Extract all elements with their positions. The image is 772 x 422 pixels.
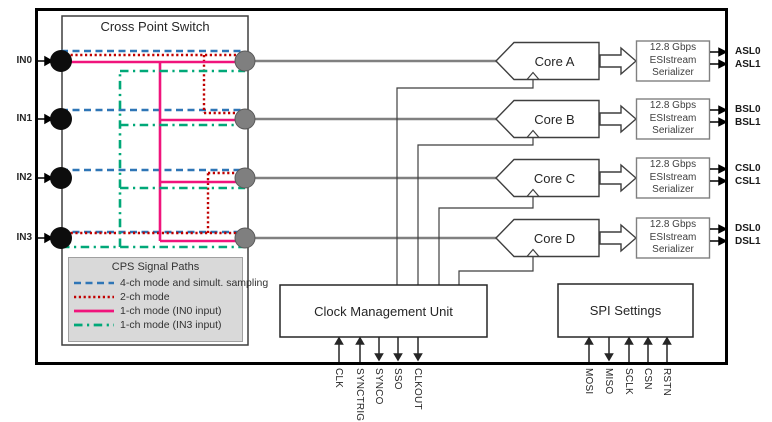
pin-label-asl1: ASL1 bbox=[735, 59, 761, 70]
legend-swatch-dashdot bbox=[74, 323, 114, 327]
legend-item-1ch-in3: 1-ch mode (IN3 input) bbox=[74, 318, 240, 332]
pin-label-rstn: RSTN bbox=[661, 368, 672, 397]
pin-label-csl1: CSL1 bbox=[735, 176, 761, 187]
chip-outline bbox=[35, 8, 728, 365]
pin-label-in2: IN2 bbox=[16, 172, 32, 183]
legend-swatch-dashed bbox=[74, 281, 114, 285]
legend-swatch-dotted bbox=[74, 295, 114, 299]
core-shapes bbox=[495, 41, 600, 258]
legend-label: 4-ch mode and simult. sampling bbox=[120, 277, 269, 289]
pin-label-sso: SSO bbox=[392, 368, 403, 390]
cps-title: Cross Point Switch bbox=[100, 18, 210, 34]
pin-label-clk: CLK bbox=[333, 368, 344, 389]
input-arrow-icons bbox=[37, 55, 54, 244]
pin-label-in1: IN1 bbox=[16, 113, 32, 124]
pin-label-in3: IN3 bbox=[16, 232, 32, 243]
legend-panel bbox=[68, 257, 243, 342]
legend-label: 1-ch mode (IN3 input) bbox=[120, 319, 222, 331]
pin-label-synco: SYNCO bbox=[373, 368, 384, 405]
pin-label-mosi: MOSI bbox=[583, 368, 594, 395]
core-d-label: Core D bbox=[533, 230, 576, 246]
core-clock-notch-icons bbox=[526, 71, 540, 257]
clock-lines bbox=[396, 80, 534, 285]
pin-label-miso: MISO bbox=[603, 368, 614, 395]
legend-label: 2-ch mode bbox=[120, 291, 170, 303]
pin-label-sclk: SCLK bbox=[623, 368, 634, 395]
spi-pin-arrows bbox=[584, 336, 672, 362]
cmu-pin-arrows bbox=[334, 336, 423, 362]
legend-swatch-solid bbox=[74, 309, 114, 313]
legend-label: 1-ch mode (IN0 input) bbox=[120, 305, 222, 317]
lane-output-arrows bbox=[710, 47, 728, 246]
core-b-label: Core B bbox=[534, 111, 575, 127]
pin-label-dsl1: DSL1 bbox=[735, 236, 761, 247]
legend-title: CPS Signal Paths bbox=[111, 261, 200, 273]
pin-label-asl0: ASL0 bbox=[735, 46, 761, 57]
pin-label-bsl0: BSL0 bbox=[735, 104, 761, 115]
legend-item-4ch: 4-ch mode and simult. sampling bbox=[74, 276, 268, 290]
path-1ch-in3 bbox=[61, 69, 245, 249]
wide-arrow-icons bbox=[599, 46, 638, 253]
cps-output-nodes bbox=[234, 50, 256, 249]
legend-item-1ch-in0: 1-ch mode (IN0 input) bbox=[74, 304, 240, 318]
pin-label-csl0: CSL0 bbox=[735, 163, 761, 174]
legend-item-2ch: 2-ch mode bbox=[74, 290, 240, 304]
pin-label-csn: CSN bbox=[642, 368, 653, 390]
pin-label-bsl1: BSL1 bbox=[735, 117, 761, 128]
pin-label-dsl0: DSL0 bbox=[735, 223, 761, 234]
cps-input-nodes bbox=[50, 50, 72, 249]
cmu-box bbox=[279, 284, 488, 338]
core-a-label: Core A bbox=[534, 53, 575, 69]
pin-label-clkout: CLKOUT bbox=[412, 368, 423, 410]
analog-signal-lines bbox=[253, 59, 497, 240]
spi-box bbox=[557, 283, 694, 338]
spi-title: SPI Settings bbox=[589, 303, 662, 318]
core-c-label: Core C bbox=[533, 170, 576, 186]
pin-label-in0: IN0 bbox=[16, 55, 32, 66]
serializer-boxes bbox=[635, 40, 711, 259]
path-1ch-in0 bbox=[61, 60, 245, 243]
cmu-title: Clock Management Unit bbox=[314, 303, 453, 319]
pin-label-synctrig: SYNCTRIG bbox=[354, 368, 365, 422]
